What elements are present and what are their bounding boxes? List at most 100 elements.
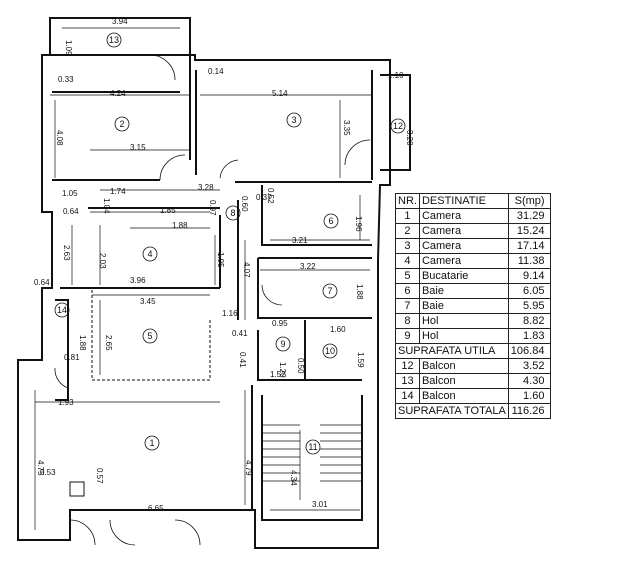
dimension-label: 0.53 — [40, 468, 56, 477]
outer-wall — [17, 54, 391, 549]
dimension-label: 5.14 — [272, 89, 288, 98]
row-area: 15.24 — [507, 223, 552, 239]
balcony-14-wall — [55, 299, 69, 401]
row-destination: Hol — [418, 313, 509, 329]
row-nr: 8 — [395, 313, 420, 329]
room-number-13: 13 — [106, 32, 122, 48]
row-nr: 6 — [395, 283, 420, 299]
dimension-label: 3.96 — [130, 276, 146, 285]
room-number-12: 12 — [390, 118, 406, 134]
dimension-label: 1.85 — [160, 206, 176, 215]
row-nr: 7 — [395, 298, 420, 314]
dimension-label: 0.41 — [238, 352, 247, 368]
dimension-label: 1.10 — [388, 71, 404, 80]
dimension-label: 1.05 — [62, 189, 78, 198]
wall-room6 — [261, 185, 372, 246]
row-nr: 1 — [395, 208, 420, 224]
room-number-1: 1 — [144, 435, 160, 451]
room-number-label: 12 — [393, 121, 403, 131]
header-destination: DESTINATIE — [418, 193, 509, 209]
row-nr: 13 — [395, 373, 420, 389]
room-number-4: 4 — [142, 246, 158, 262]
room-number-label: 14 — [57, 305, 67, 315]
row-nr: 3 — [395, 238, 420, 254]
room-number-label: 6 — [328, 216, 333, 226]
row-destination: Baie — [418, 283, 509, 299]
row-nr: 9 — [395, 328, 420, 344]
dimension-label: 2.65 — [104, 335, 113, 351]
dimension-label: 3.35 — [342, 120, 351, 136]
dimension-label: 1.16 — [222, 309, 238, 318]
row-area: 1.83 — [507, 328, 552, 344]
dimension-label: 0.57 — [95, 468, 104, 484]
dimension-label: 4.24 — [110, 89, 126, 98]
row-destination: Hol — [418, 328, 509, 344]
row-destination: Baie — [418, 298, 509, 314]
row-nr: 14 — [395, 388, 420, 404]
room-number-label: 9 — [280, 339, 285, 349]
room-number-label: 13 — [109, 35, 119, 45]
dimension-label: 1.88 — [78, 335, 87, 351]
room-number-6: 6 — [323, 213, 339, 229]
room-number-5: 5 — [142, 328, 158, 344]
dimension-label: 1.96 — [354, 216, 363, 232]
row-area: 1.60 — [507, 388, 552, 404]
room-number-label: 5 — [147, 331, 152, 341]
row-destination: Balcon — [418, 373, 509, 389]
row-area: 31.29 — [507, 208, 552, 224]
balcony-13-wall — [49, 17, 191, 92]
dimension-label: 3.20 — [405, 130, 414, 146]
dimension-label: 1.93 — [58, 398, 74, 407]
room-number-label: 4 — [147, 249, 152, 259]
dimension-label: 4.79 — [244, 460, 253, 476]
row-destination: Camera — [418, 208, 509, 224]
row-area: 11.38 — [507, 253, 552, 269]
dimension-label: 0.81 — [64, 353, 80, 362]
row-area: 17.14 — [507, 238, 552, 254]
dimension-label: 3.01 — [312, 500, 328, 509]
wall-room9 — [257, 330, 305, 381]
row-destination: Bucatarie — [418, 268, 509, 284]
dimension-label: 3.45 — [140, 297, 156, 306]
row-area: 8.82 — [507, 313, 552, 329]
usable-area-value: 106.84 — [507, 343, 552, 359]
row-destination: Balcon — [418, 388, 509, 404]
room-number-label: 2 — [119, 119, 124, 129]
dimension-label: 0.14 — [208, 67, 224, 76]
dimension-label: 1.20 — [278, 362, 287, 378]
room-number-3: 3 — [286, 112, 302, 128]
room-number-label: 3 — [291, 115, 296, 125]
room-number-label: 11 — [308, 442, 317, 452]
dimension-label: 4.75 — [36, 460, 45, 476]
row-destination: Camera — [418, 238, 509, 254]
row-destination: Balcon — [418, 358, 509, 374]
dimension-label: 1.59 — [356, 352, 365, 368]
dimension-label: 1.09 — [64, 40, 73, 56]
total-area-value: 116.26 — [507, 403, 552, 419]
fixture-square — [69, 481, 85, 497]
wall-stairs — [261, 395, 363, 521]
room-number-14: 14 — [54, 302, 70, 318]
dimension-label: 4.08 — [55, 130, 64, 146]
dimension-label: 1.52 — [270, 370, 286, 379]
dimension-label: 0.60 — [240, 196, 249, 212]
room-number-label: 8 — [230, 208, 235, 218]
dimension-label: 3.94 — [112, 17, 128, 26]
dimension-label: 0.64 — [34, 278, 50, 287]
dimension-label: 3.28 — [198, 183, 214, 192]
dimension-label: 0.95 — [272, 319, 288, 328]
dimension-label: 3.22 — [300, 262, 316, 271]
stair-treads — [262, 424, 362, 482]
dimension-label: 1.88 — [355, 284, 364, 300]
